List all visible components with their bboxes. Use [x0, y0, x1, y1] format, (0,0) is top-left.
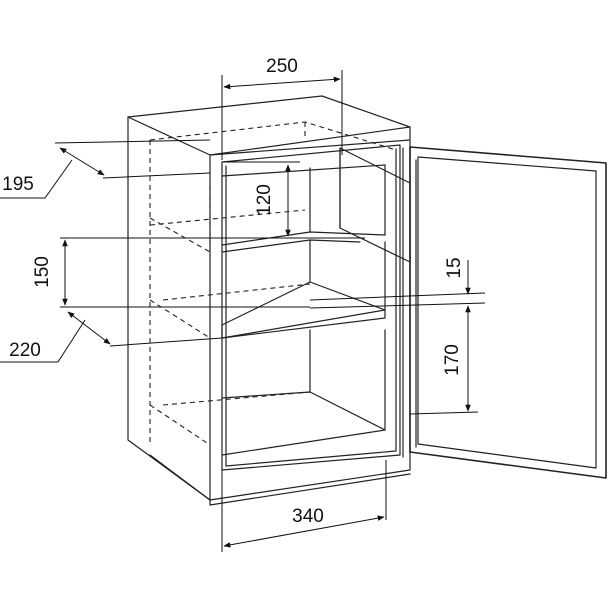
- dimension-label-shelf-spacing: 150: [32, 256, 53, 288]
- dimension-label-shelf-thickness: 15: [444, 257, 465, 278]
- dimension-compartment-height: 120: [222, 161, 300, 237]
- hidden-lines: [149, 121, 397, 446]
- dimension-label-top-width: 250: [266, 56, 298, 77]
- dimension-label-left-depth: 195: [2, 174, 34, 195]
- dimension-shelf-thickness: 15: [309, 257, 486, 309]
- dimension-left-depth: 195: [0, 139, 211, 199]
- dimension-label-bottom-width: 340: [292, 506, 324, 527]
- dimension-shelf-spacing: 150: [32, 237, 365, 308]
- dimension-top-width: 250: [221, 56, 343, 160]
- cabinet-body: [127, 95, 411, 506]
- dimension-label-lower-depth: 220: [9, 340, 41, 361]
- inner-compartment: [221, 147, 411, 456]
- open-door: [402, 146, 607, 479]
- dimension-bottom-width: 340: [221, 460, 387, 552]
- dimension-label-lower-height: 170: [442, 344, 463, 376]
- dimension-lower-height: 170: [409, 305, 479, 415]
- dimension-label-compartment-height: 120: [254, 184, 275, 216]
- dimension-lower-depth: 220: [0, 311, 223, 363]
